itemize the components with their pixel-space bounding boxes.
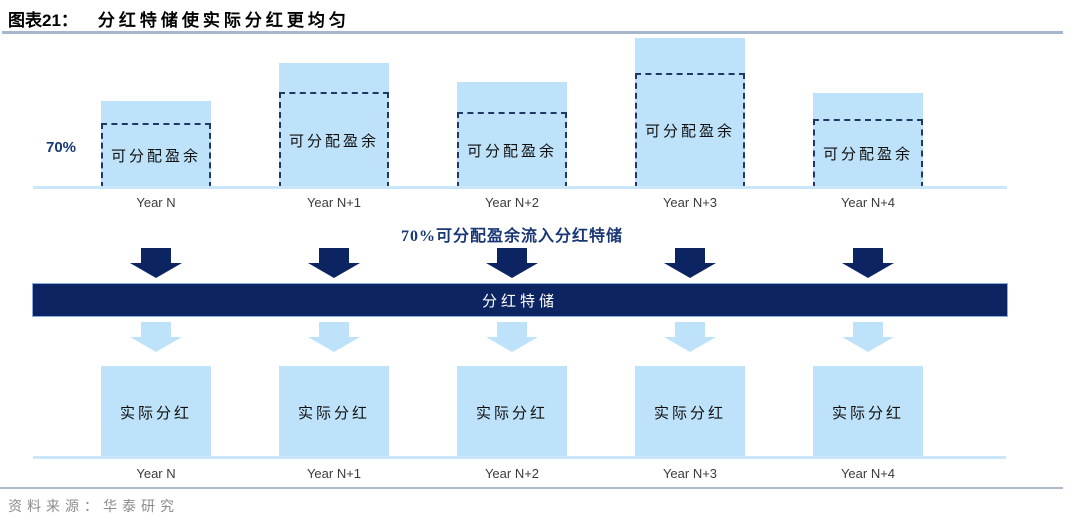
arrow-head — [486, 337, 538, 352]
distributable-surplus-box: 可分配盈余 — [813, 119, 923, 188]
title-divider — [2, 31, 1063, 34]
actual-dividend-box: 实际分红 — [635, 366, 745, 458]
arrow-stem — [675, 322, 705, 337]
bottom-year-axis: Year N Year N+1 Year N+2 Year N+3 Year N+4 — [33, 466, 1007, 482]
bottom-axis-line — [33, 456, 1006, 459]
year-label: Year N+2 — [484, 466, 540, 481]
arrow-head — [308, 263, 360, 278]
distributable-surplus-label: 可分配盈余 — [110, 149, 201, 165]
top-axis-line — [33, 186, 1007, 189]
outflow-arrows — [33, 322, 1007, 352]
distributable-surplus-label: 可分配盈余 — [288, 133, 379, 150]
inflow-arrow-icon — [130, 248, 182, 278]
arrow-head — [130, 337, 182, 352]
arrow-head — [664, 337, 716, 352]
distributable-surplus-box: 可分配盈余 — [279, 92, 389, 188]
actual-dividend-box: 实际分红 — [813, 366, 923, 458]
arrow-head — [486, 263, 538, 278]
year-label: Year N+4 — [840, 195, 896, 210]
outflow-arrow-icon — [842, 322, 894, 352]
inflow-arrow-icon — [486, 248, 538, 278]
inflow-arrows — [33, 248, 1007, 278]
year-label: Year N+3 — [662, 466, 718, 481]
figure-title-text: 分红特储使实际分红更均匀 — [97, 11, 350, 30]
actual-dividend-label: 实际分红 — [653, 405, 726, 422]
distributable-surplus-label: 可分配盈余 — [644, 124, 735, 140]
arrow-stem — [675, 248, 705, 263]
figure-number: 图表21： — [8, 11, 78, 30]
distributable-surplus-label: 可分配盈余 — [822, 147, 913, 163]
arrow-head — [308, 337, 360, 352]
actual-dividend-box: 实际分红 — [101, 366, 211, 458]
arrow-head — [842, 263, 894, 278]
source-note: 资料来源：华泰研究 — [8, 500, 179, 515]
actual-dividend-box: 实际分红 — [279, 366, 389, 458]
arrow-stem — [853, 248, 883, 263]
arrow-stem — [319, 248, 349, 263]
inflow-arrow-icon — [664, 248, 716, 278]
distributable-surplus-box: 可分配盈余 — [457, 112, 567, 188]
source-divider — [0, 487, 1063, 489]
distributable-surplus-box: 可分配盈余 — [635, 73, 745, 188]
figure-title: 图表21： 分红特储使实际分红更均匀 — [8, 6, 350, 31]
year-label: Year N+3 — [662, 195, 718, 210]
arrow-stem — [141, 248, 171, 263]
distributable-surplus-label: 可分配盈余 — [466, 143, 557, 160]
inflow-arrow-icon — [842, 248, 894, 278]
surplus-bar: 可分配盈余 — [279, 63, 389, 188]
top-year-axis: Year N Year N+1 Year N+2 Year N+3 Year N+4 — [33, 195, 1007, 211]
arrow-stem — [497, 322, 527, 337]
surplus-bar: 可分配盈余 — [101, 101, 211, 188]
arrow-head — [664, 263, 716, 278]
arrow-head — [130, 263, 182, 278]
arrow-stem — [319, 322, 349, 337]
year-label: Year N+2 — [484, 195, 540, 210]
outflow-arrow-icon — [664, 322, 716, 352]
top-chart: 可分配盈余可分配盈余可分配盈余可分配盈余可分配盈余 — [33, 38, 1007, 188]
reservoir-label: 分红特储 — [481, 293, 558, 310]
actual-dividend-label: 实际分红 — [475, 405, 548, 422]
surplus-bar: 可分配盈余 — [813, 93, 923, 188]
actual-dividend-box: 实际分红 — [457, 366, 567, 458]
flow-caption: 70%可分配盈余流入分红特储 — [400, 228, 623, 245]
bottom-chart: 实际分红 实际分红 实际分红 实际分红 实际分红 — [33, 366, 1007, 458]
arrow-stem — [497, 248, 527, 263]
arrow-stem — [141, 322, 171, 337]
year-label: Year N — [136, 195, 176, 210]
year-label: Year N — [136, 466, 176, 481]
year-label: Year N+4 — [840, 466, 896, 481]
arrow-stem — [853, 322, 883, 337]
actual-dividend-label: 实际分红 — [119, 405, 192, 422]
inflow-arrow-icon — [308, 248, 360, 278]
surplus-bar: 可分配盈余 — [635, 38, 745, 188]
outflow-arrow-icon — [486, 322, 538, 352]
reservoir-band: 分红特储 — [32, 283, 1008, 317]
distributable-surplus-box: 可分配盈余 — [101, 123, 211, 188]
year-label: Year N+1 — [306, 466, 362, 481]
year-label: Year N+1 — [306, 195, 362, 210]
actual-dividend-label: 实际分红 — [831, 405, 904, 422]
actual-dividend-label: 实际分红 — [297, 405, 370, 422]
surplus-bar: 可分配盈余 — [457, 82, 567, 188]
arrow-head — [842, 337, 894, 352]
percent-70-label: 70% — [46, 139, 77, 156]
outflow-arrow-icon — [130, 322, 182, 352]
outflow-arrow-icon — [308, 322, 360, 352]
